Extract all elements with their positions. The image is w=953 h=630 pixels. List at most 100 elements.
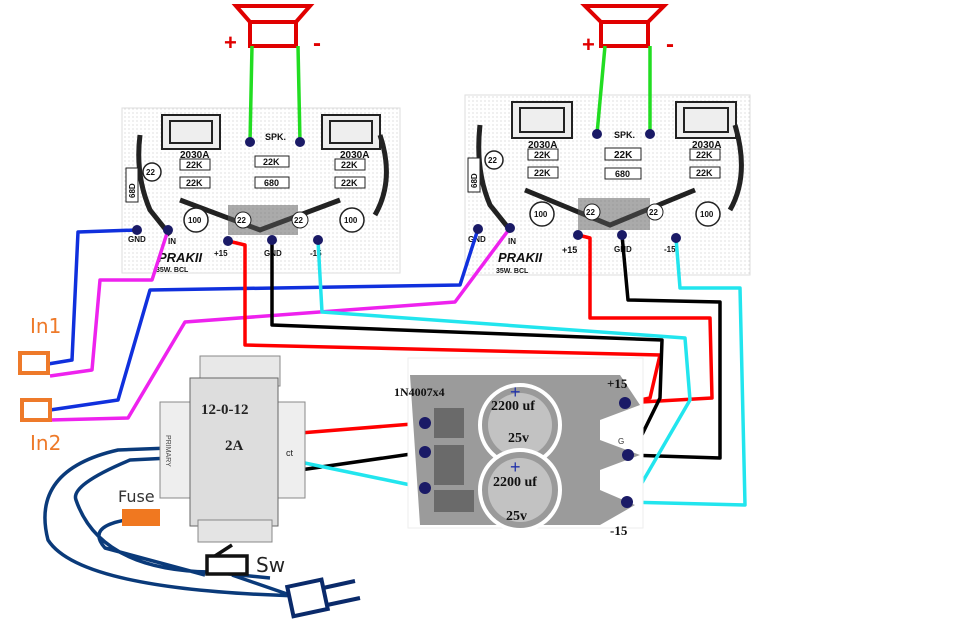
chip-label: 2030A xyxy=(340,150,369,161)
transformer: 12-0-12 2A PRIMARY ct xyxy=(159,355,306,543)
cap-22: 22 xyxy=(488,156,497,165)
mains-wire xyxy=(43,446,301,598)
input-gnd-wire-right xyxy=(49,228,480,412)
resistor-22: 22 xyxy=(586,208,595,217)
cap1-voltage: 25v xyxy=(508,431,529,446)
plus15-label: +15 xyxy=(214,249,228,258)
resistor-22k: 22K xyxy=(263,157,280,167)
resistor-22: 22 xyxy=(237,216,246,225)
svg-text:+: + xyxy=(510,457,521,477)
resistor-22k: 22K xyxy=(696,150,713,160)
transformer-ct: ct xyxy=(286,448,294,458)
speaker-icon xyxy=(580,4,669,24)
speaker-wire-left xyxy=(248,45,302,143)
switch: Sw xyxy=(205,543,285,577)
speaker-wire-right xyxy=(595,45,652,135)
psu-minus15: -15 xyxy=(610,523,628,538)
secondary-wire-a xyxy=(299,421,426,435)
psu-gnd: G xyxy=(618,437,624,446)
resistor-68d: 68D xyxy=(470,173,479,188)
cap1-value: 2200 uf xyxy=(491,399,535,414)
plug-icon xyxy=(284,577,331,619)
mains-plug xyxy=(284,577,361,619)
speaker-right: + - xyxy=(580,4,674,58)
input-2-label: In2 xyxy=(30,431,61,455)
rating-label: 35W. BCL xyxy=(156,267,189,274)
chip-label: 2030A xyxy=(692,140,721,151)
secondary-wire-b xyxy=(299,460,426,490)
ground-wire-right xyxy=(620,234,722,460)
in-label: IN xyxy=(168,237,176,246)
input-sig-wire-left xyxy=(49,229,170,378)
input-2: In2 xyxy=(20,398,61,455)
gnd-label: GND xyxy=(128,235,146,244)
amp-board-right: 2030A 2030A 22K 22K 22K 680 22K 22K 68D … xyxy=(464,94,751,276)
speaker-minus: - xyxy=(666,31,674,58)
cap-22: 22 xyxy=(146,168,155,177)
solder-points xyxy=(132,129,681,246)
chip-label: 2030A xyxy=(180,150,209,161)
resistor-22k: 22K xyxy=(341,178,358,188)
speaker-icon xyxy=(231,4,315,24)
minus15-label: -15 xyxy=(310,249,322,258)
resistor-22k: 22K xyxy=(614,150,633,161)
speaker-minus: - xyxy=(313,30,321,57)
plus15-wire-right xyxy=(577,233,714,405)
resistor-680: 680 xyxy=(264,178,279,188)
cap-100: 100 xyxy=(344,216,358,225)
transformer-voltage: 12-0-12 xyxy=(201,402,249,418)
switch-icon xyxy=(205,554,249,576)
cap-100: 100 xyxy=(700,210,714,219)
resistor-68d: 68D xyxy=(128,183,137,198)
switch-label: Sw xyxy=(256,553,285,577)
svg-text:+: + xyxy=(510,382,521,402)
input-sig-wire-right xyxy=(49,226,512,422)
plus15-wire-left xyxy=(227,239,662,405)
minus15-wire-left xyxy=(316,239,692,501)
ground-wire-left xyxy=(270,240,664,456)
input-1-label: In1 xyxy=(30,314,61,338)
plus15-label: +15 xyxy=(562,245,577,255)
resistor-22: 22 xyxy=(649,208,658,217)
input-jack-icon xyxy=(20,398,52,422)
speaker-plus: + xyxy=(582,32,595,57)
gnd-label: GND xyxy=(468,235,486,244)
speaker-left: + - xyxy=(224,4,321,57)
cap2-value: 2200 uf xyxy=(493,475,537,490)
psu-board: + + 1N4007x4 2200 uf 25v 2200 uf 25v +15… xyxy=(394,357,644,538)
resistor-22k: 22K xyxy=(534,150,551,160)
amp-board-left: 2030A 2030A 22K 22K 22K 680 22K 22K 68D … xyxy=(121,107,401,274)
wires xyxy=(43,45,747,598)
fuse: Fuse xyxy=(118,487,160,526)
spk-label: SPK. xyxy=(265,132,286,142)
minus15-label: -15 xyxy=(664,245,676,254)
resistor-22k: 22K xyxy=(341,160,358,170)
transformer-current: 2A xyxy=(225,438,244,454)
in-label: IN xyxy=(508,237,516,246)
resistor-22: 22 xyxy=(294,216,303,225)
resistor-680: 680 xyxy=(615,169,630,179)
diode-label: 1N4007x4 xyxy=(394,385,445,399)
speaker-plus: + xyxy=(224,30,237,55)
brand-logo: PRAKII xyxy=(158,250,202,265)
minus15-wire-right xyxy=(626,237,747,507)
input-gnd-wire-left xyxy=(47,228,138,366)
cap-100: 100 xyxy=(534,210,548,219)
input-1: In1 xyxy=(18,314,61,375)
cap-100: 100 xyxy=(188,216,202,225)
resistor-22k: 22K xyxy=(186,178,203,188)
resistor-22k: 22K xyxy=(534,168,551,178)
resistor-22k: 22K xyxy=(696,168,713,178)
resistor-22k: 22K xyxy=(186,160,203,170)
brand-logo: PRAKII xyxy=(498,250,542,265)
spk-label: SPK. xyxy=(614,130,635,140)
input-jack-icon xyxy=(18,351,50,375)
fuse-label: Fuse xyxy=(118,487,155,506)
psu-plus15: +15 xyxy=(607,376,628,391)
chip-label: 2030A xyxy=(528,140,557,151)
rating-label: 35W. BCL xyxy=(496,268,529,275)
transformer-primary: PRIMARY xyxy=(164,435,171,467)
fuse-icon xyxy=(122,509,160,526)
